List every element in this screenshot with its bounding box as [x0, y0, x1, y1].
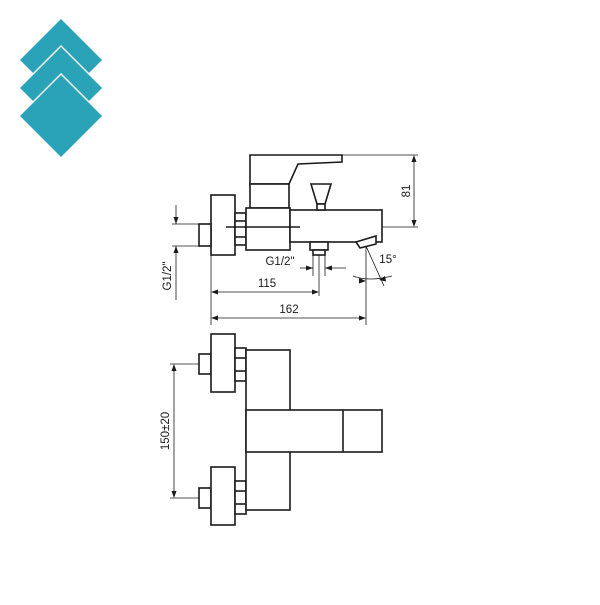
connector-nut	[234, 212, 247, 246]
dimension-162-label: 162	[279, 304, 298, 316]
spout	[289, 209, 383, 243]
thread-outlet-label: G1/2"	[265, 256, 294, 268]
faucet-side-view	[198, 154, 383, 256]
dimension-thread-outlet: G1/2"	[265, 255, 346, 276]
dimension-81-label: 81	[401, 185, 413, 198]
dimension-spacing: 150±20	[160, 363, 199, 499]
brand-logo	[20, 19, 102, 157]
logo-diamond-top	[20, 19, 102, 73]
dimension-angle: 15°	[352, 245, 397, 325]
upper-flange	[210, 333, 236, 393]
mixer-body	[245, 207, 291, 251]
lower-inlet-stub	[198, 487, 212, 509]
dimension-thread-vertical: G1/2"	[162, 205, 199, 300]
dimension-81: 81	[342, 154, 418, 228]
upper-inlet-stub	[198, 353, 212, 375]
spout-tip	[354, 234, 377, 249]
handle-lever	[249, 154, 343, 185]
logo-diamond-middle	[20, 47, 102, 101]
front-spout	[245, 409, 383, 453]
outlet-nut	[309, 241, 329, 251]
logo-diamond-bottom	[20, 75, 102, 157]
lower-nut	[234, 480, 247, 515]
spacing-label: 150±20	[160, 412, 172, 450]
wall-flange	[210, 194, 236, 256]
dimension-162: 162	[211, 304, 366, 321]
thread-vertical-label: G1/2"	[162, 261, 174, 290]
diverter-knob	[309, 183, 333, 205]
dimension-115: 115	[210, 255, 320, 325]
inlet-stub	[198, 223, 212, 247]
dimension-115-label: 115	[258, 278, 276, 290]
lower-flange	[210, 466, 236, 526]
angle-label: 15°	[379, 254, 396, 266]
upper-nut	[234, 347, 247, 382]
faucet-front-view	[198, 333, 383, 526]
handle-neck	[249, 183, 290, 209]
